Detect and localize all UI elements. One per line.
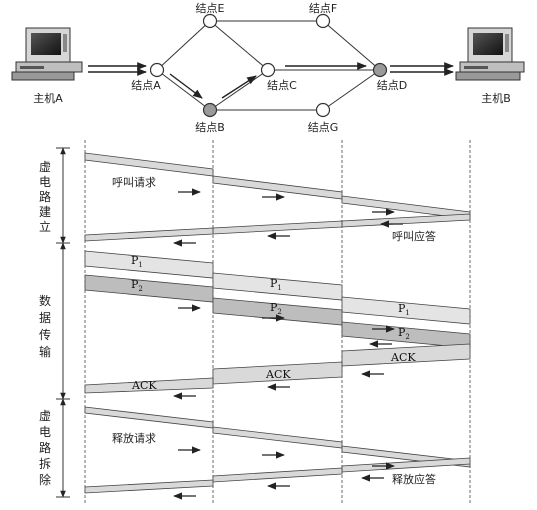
- computer-icon: [455, 27, 525, 81]
- call-request-band: [84, 152, 214, 177]
- packet-p1-band: [84, 250, 214, 279]
- node-d: [372, 62, 388, 78]
- timing-diagram: 虚 电 路 建 立 数 据 传 输 虚 电 路 拆 除: [39, 140, 471, 505]
- ack-band: [84, 377, 214, 394]
- node-d-label: 结点D: [377, 79, 407, 92]
- packet-p2-label: P2: [270, 301, 282, 316]
- node-e-label: 结点E: [196, 2, 225, 15]
- ack-label: ACK: [390, 351, 416, 364]
- phase-char: 数: [39, 293, 51, 308]
- node-f-label: 结点F: [309, 2, 337, 15]
- phase-char: 路: [39, 440, 51, 455]
- release-accept-label: 释放应答: [392, 472, 436, 486]
- route-arrows: [88, 62, 454, 99]
- packet-p2-band: [84, 274, 214, 303]
- node-g-label: 结点G: [308, 121, 339, 134]
- packet-p2-label: P2: [131, 278, 143, 293]
- phase-label-teardown: 虚 电 路 拆 除: [39, 409, 51, 487]
- phase-char: 电: [39, 425, 51, 439]
- node-e: [202, 13, 218, 29]
- phase-char: 虚: [39, 409, 51, 423]
- phase-char: 拆: [39, 456, 51, 471]
- release-accept-band: [341, 457, 471, 473]
- packet-p1-label: P1: [398, 302, 410, 317]
- node-a-label: 结点A: [131, 79, 161, 92]
- call-request-band: [212, 175, 343, 200]
- phase-label-setup: 虚 电 路 建 立: [39, 160, 51, 234]
- release-accept-band: [212, 467, 343, 483]
- release-accept-band: [84, 479, 214, 494]
- computer-icon: [11, 27, 83, 81]
- call-accept-band: [212, 220, 343, 235]
- node-b-label: 结点B: [195, 121, 225, 134]
- host-b-label: 主机B: [481, 91, 511, 105]
- phase-char: 输: [39, 344, 51, 359]
- phase-char: 电: [39, 175, 51, 189]
- phase-char: 立: [39, 219, 51, 234]
- packet-p1-band: [341, 296, 471, 325]
- message-bands: [84, 152, 471, 494]
- direction-arrows: [173, 188, 403, 500]
- release-request-band: [84, 406, 214, 429]
- node-g: [315, 102, 331, 118]
- call-accept-label: 呼叫应答: [392, 229, 436, 243]
- release-request-band: [212, 426, 343, 449]
- node-a: [149, 62, 165, 78]
- network-topology: 主机A 主机B 结点A 结点E 结点B 结点C 结点F 结点G 结点D: [11, 2, 525, 134]
- phase-char: 传: [39, 327, 51, 342]
- packet-p2-label: P2: [398, 326, 410, 341]
- phase-char: 据: [39, 311, 51, 325]
- node-c-label: 结点C: [267, 79, 297, 92]
- node-c: [260, 62, 276, 78]
- time-lines: [84, 140, 471, 505]
- call-request-label: 呼叫请求: [112, 176, 156, 189]
- node-b: [202, 102, 218, 118]
- phase-char: 虚: [39, 160, 51, 174]
- network-links: [156, 20, 381, 111]
- ack-label: ACK: [265, 368, 291, 381]
- host-a-label: 主机A: [33, 91, 63, 105]
- release-request-label: 释放请求: [112, 431, 156, 445]
- phase-bracket: [56, 147, 70, 498]
- ack-label: ACK: [131, 379, 157, 392]
- call-accept-band: [84, 227, 214, 242]
- phase-char: 建: [39, 205, 51, 219]
- phase-char: 路: [39, 189, 51, 204]
- node-f: [315, 13, 331, 29]
- network-nodes: [149, 13, 388, 118]
- phase-label-transfer: 数 据 传 输: [39, 293, 51, 359]
- packet-p1-label: P1: [131, 254, 143, 269]
- call-accept-band: [341, 213, 471, 228]
- packet-p1-label: P1: [270, 277, 282, 292]
- phase-char: 除: [39, 472, 51, 487]
